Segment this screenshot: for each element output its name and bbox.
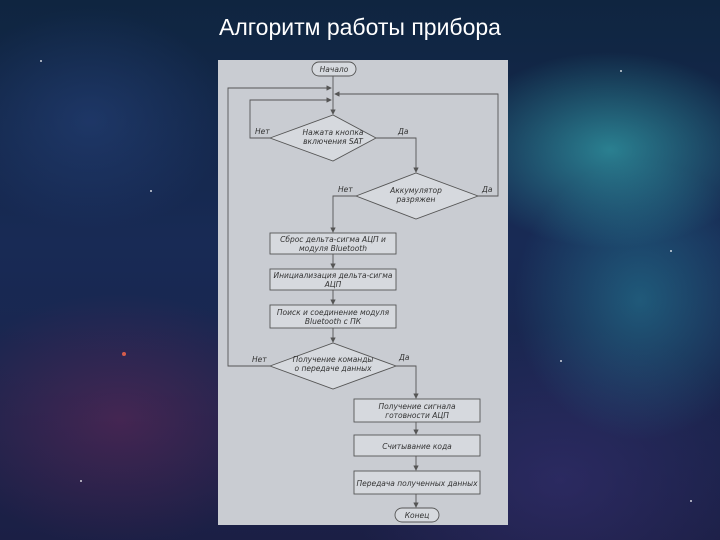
step-init-line2: АЦП <box>324 280 342 289</box>
step-search-line1: Поиск и соединение модуля <box>277 308 390 317</box>
step-read: Считывание кода <box>353 434 481 457</box>
connectors <box>227 76 499 508</box>
no-label: Нет <box>252 355 267 364</box>
step-reset-line2: модуля Bluetooth <box>299 244 367 253</box>
step-read-label: Считывание кода <box>382 442 452 451</box>
no-label: Нет <box>338 185 353 194</box>
end-terminal: Конец <box>394 507 440 523</box>
yes-label: Да <box>397 127 409 136</box>
end-label: Конец <box>405 511 430 520</box>
decision-battery-line1: Аккумулятор <box>389 186 442 195</box>
star <box>670 250 672 252</box>
yes-label: Да <box>398 353 410 362</box>
decision-battery: Аккумулятор разряжен Нет Да <box>338 172 493 220</box>
flowchart: Начало Нажата кнопка включения SAT Нет Д… <box>227 61 499 523</box>
star <box>690 500 692 502</box>
slide-title: Алгоритм работы прибора <box>219 14 501 40</box>
star <box>122 352 126 356</box>
star <box>40 60 42 62</box>
step-reset: Сброс дельта-сигма АЦП и модуля Bluetoot… <box>269 232 397 255</box>
step-ready: Получение сигнала готовности АЦП <box>353 398 481 423</box>
decision-sat-line1: Нажата кнопка <box>303 128 364 137</box>
step-init-line1: Инициализация дельта-сигма <box>274 271 393 280</box>
step-reset-line1: Сброс дельта-сигма АЦП и <box>280 235 386 244</box>
step-ready-line1: Получение сигнала <box>378 402 456 411</box>
no-label: Нет <box>255 127 270 136</box>
step-search: Поиск и соединение модуля Bluetooth с ПК <box>269 304 397 329</box>
step-transfer: Передача полученных данных <box>353 470 481 495</box>
step-init: Инициализация дельта-сигма АЦП <box>269 268 397 291</box>
decision-sat-button: Нажата кнопка включения SAT Нет Да <box>255 114 409 162</box>
start-label: Начало <box>320 65 349 74</box>
star <box>150 190 152 192</box>
step-ready-line2: готовности АЦП <box>385 411 449 420</box>
decision-battery-line2: разряжен <box>396 195 436 204</box>
decision-command: Получение команды о передаче данных Нет … <box>252 342 410 390</box>
star <box>80 480 82 482</box>
star <box>560 360 562 362</box>
decision-sat-line2: включения SAT <box>303 137 364 146</box>
decision-command-line2: о передаче данных <box>294 364 372 373</box>
star <box>620 70 622 72</box>
step-search-line2: Bluetooth с ПК <box>305 317 362 326</box>
start-terminal: Начало <box>311 61 357 77</box>
flowchart-panel: Начало Нажата кнопка включения SAT Нет Д… <box>218 60 508 525</box>
step-transfer-label: Передача полученных данных <box>356 479 478 488</box>
yes-label: Да <box>481 185 493 194</box>
decision-command-line1: Получение команды <box>293 355 374 364</box>
